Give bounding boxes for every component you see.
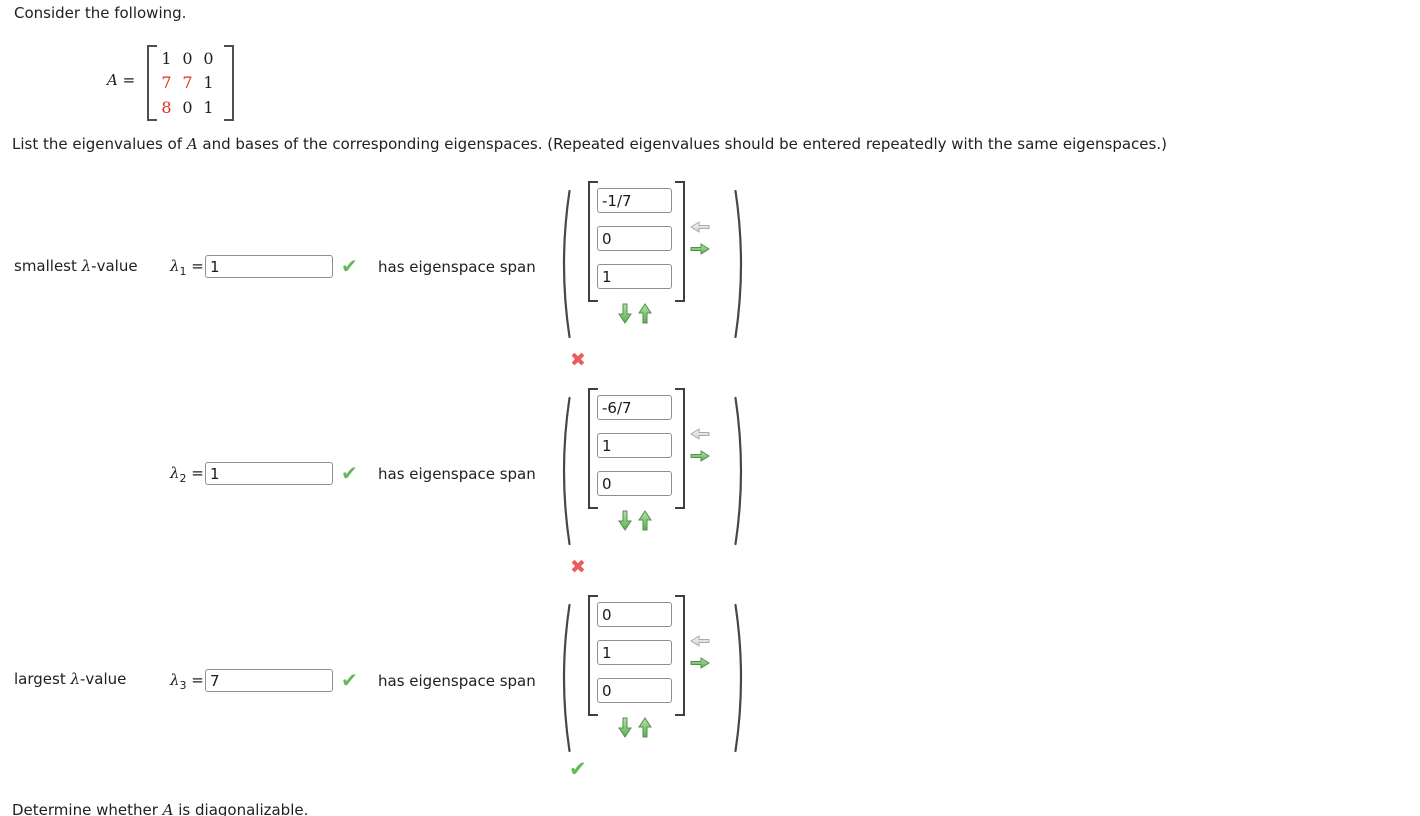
matrix-cell: 0 (182, 48, 193, 68)
vector3-entry3-input[interactable] (597, 678, 672, 703)
row2-span-label: has eigenspace span (378, 465, 536, 483)
eigenspace1-incorrect-x-icon: ✖ (570, 349, 586, 371)
matrix-cell: 1 (203, 73, 214, 93)
up-arrow-icon[interactable] (638, 717, 652, 738)
eigenspace2-vector (556, 388, 751, 548)
down-arrow-icon[interactable] (618, 717, 632, 738)
eigenspace2-incorrect-x-icon: ✖ (570, 556, 586, 578)
vector-bracket-left-icon (588, 388, 598, 509)
matrix-var: A (107, 71, 118, 89)
lambda1-label: λ1 = (170, 257, 204, 278)
matrix-bracket-left-icon (147, 45, 157, 121)
row3-side-label: largest λ-value (14, 670, 127, 688)
matrix-cell: 0 (182, 97, 193, 117)
page-title: Consider the following. (14, 4, 187, 22)
vector2-entry1-input[interactable] (597, 395, 672, 420)
lambda3-label: λ3 = (170, 671, 204, 692)
left-paren-icon (562, 396, 571, 546)
right-paren-icon (734, 396, 743, 546)
vector-bracket-left-icon (588, 595, 598, 716)
vector3-entry1-input[interactable] (597, 602, 672, 627)
vector-bracket-left-icon (588, 181, 598, 302)
row1-span-label: has eigenspace span (378, 258, 536, 276)
matrix-cell: 7 (182, 73, 193, 93)
eigenspace3-correct-check-icon: ✔ (569, 757, 587, 781)
right-paren-icon (734, 603, 743, 753)
vector1-entry1-input[interactable] (597, 188, 672, 213)
matrix-cell: 7 (161, 73, 172, 93)
vector-bracket-right-icon (675, 595, 685, 716)
matrix-cell: 1 (161, 48, 172, 68)
vector1-entry2-input[interactable] (597, 226, 672, 251)
footer-question-text: Determine whether A is diagonalizable. (12, 801, 309, 816)
matrix-bracket-right-icon (224, 45, 234, 121)
vector-bracket-right-icon (675, 181, 685, 302)
matrix-cell: 0 (203, 48, 214, 68)
left-paren-icon (562, 189, 571, 339)
left-arrow-icon (690, 635, 710, 647)
down-arrow-icon[interactable] (618, 303, 632, 324)
vector-bracket-right-icon (675, 388, 685, 509)
up-arrow-icon[interactable] (638, 510, 652, 531)
eigenspace3-vector (556, 595, 751, 755)
lambda1-correct-check-icon: ✔ (341, 254, 358, 278)
lambda1-input[interactable] (205, 255, 333, 278)
left-arrow-icon (690, 428, 710, 440)
up-arrow-icon[interactable] (638, 303, 652, 324)
matrix-grid: 1 0 0 7 7 1 8 0 1 (156, 46, 219, 120)
matrix-A: A = 1 0 0 7 7 1 8 0 1 (0, 0, 260, 130)
matrix-label: A = (107, 71, 136, 89)
right-arrow-icon[interactable] (690, 657, 710, 669)
matrix-cell: 8 (161, 97, 172, 117)
right-paren-icon (734, 189, 743, 339)
instruction-text: List the eigenvalues of A and bases of t… (12, 135, 1167, 153)
down-arrow-icon[interactable] (618, 510, 632, 531)
lambda3-correct-check-icon: ✔ (341, 668, 358, 692)
lambda2-correct-check-icon: ✔ (341, 461, 358, 485)
lambda2-label: λ2 = (170, 464, 204, 485)
vector3-entry2-input[interactable] (597, 640, 672, 665)
left-arrow-icon (690, 221, 710, 233)
eigenspace1-vector (556, 181, 751, 341)
right-arrow-icon[interactable] (690, 243, 710, 255)
lambda2-input[interactable] (205, 462, 333, 485)
vector1-entry3-input[interactable] (597, 264, 672, 289)
row3-span-label: has eigenspace span (378, 672, 536, 690)
vector2-entry2-input[interactable] (597, 433, 672, 458)
matrix-cell: 1 (203, 97, 214, 117)
left-paren-icon (562, 603, 571, 753)
right-arrow-icon[interactable] (690, 450, 710, 462)
row1-side-label: smallest λ-value (14, 257, 138, 275)
lambda3-input[interactable] (205, 669, 333, 692)
vector2-entry3-input[interactable] (597, 471, 672, 496)
